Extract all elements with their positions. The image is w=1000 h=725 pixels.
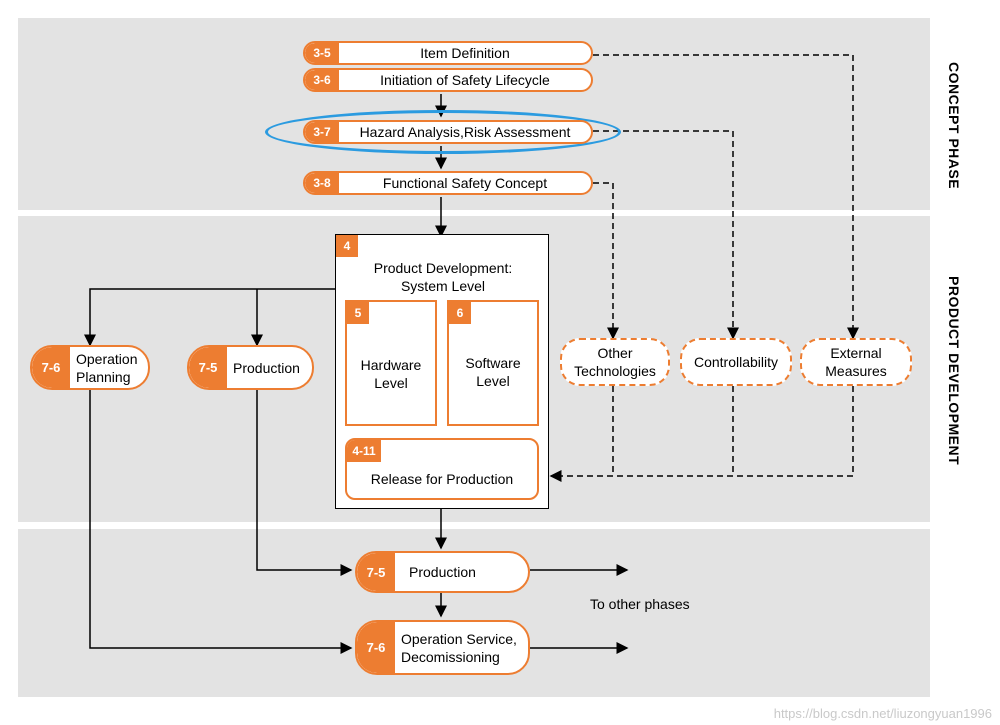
other-tech-line2: Technologies [574, 363, 656, 379]
software-num: 6 [449, 302, 471, 324]
operation-service-num: 7-6 [357, 622, 395, 673]
operation-planning-num: 7-6 [32, 347, 70, 388]
software-line2: Level [476, 373, 510, 389]
system-label-line2: System Level [400, 278, 486, 294]
external-measures-line1: External [830, 345, 882, 361]
operation-planning-line2: Planning [76, 368, 131, 385]
item-definition-label: Item Definition [420, 45, 510, 61]
software-level-box[interactable]: 6 Software Level [447, 300, 539, 426]
release-num: 4-11 [347, 440, 381, 462]
production-left[interactable]: 7-5 Production [187, 345, 314, 390]
item-definition[interactable]: 3-5 Item Definition [303, 41, 593, 65]
item-definition-num: 3-5 [305, 43, 339, 63]
watermark: https://blog.csdn.net/liuzongyuan1996 [773, 706, 992, 721]
hazard-label: Hazard Analysis,Risk Assessment [359, 124, 571, 140]
external-measures-line2: Measures [825, 363, 887, 379]
controllability-label: Controllability [693, 354, 779, 370]
initiation-label: Initiation of Safety Lifecycle [380, 72, 550, 88]
external-measures[interactable]: External Measures [800, 338, 912, 386]
other-tech-line1: Other [597, 345, 633, 361]
hazard-analysis[interactable]: 3-7 Hazard Analysis,Risk Assessment [303, 120, 593, 144]
controllability[interactable]: Controllability [680, 338, 792, 386]
production-left-num: 7-5 [189, 347, 227, 388]
release-label: Release for Production [370, 471, 514, 487]
production-bottom[interactable]: 7-5 Production [355, 551, 530, 593]
operation-service-line2: Decomissioning [401, 648, 500, 665]
operation-planning[interactable]: 7-6 Operation Planning [30, 345, 150, 390]
operation-service-line1: Operation Service, [401, 630, 517, 647]
operation-service[interactable]: 7-6 Operation Service, Decomissioning [355, 620, 530, 675]
highlight-ellipse [265, 110, 621, 154]
system-label-line1: Product Development: [373, 260, 513, 276]
fsc-num: 3-8 [305, 173, 339, 193]
product-development-label: PRODUCT DEVELOPMENT [946, 276, 962, 466]
hazard-num: 3-7 [305, 122, 339, 142]
production-bottom-num: 7-5 [357, 553, 395, 591]
software-line1: Software [465, 355, 521, 371]
system-num: 4 [336, 235, 358, 257]
hardware-level-box[interactable]: 5 Hardware Level [345, 300, 437, 426]
functional-safety-concept[interactable]: 3-8 Functional Safety Concept [303, 171, 593, 195]
production-left-label: Production [233, 359, 300, 376]
other-technologies[interactable]: Other Technologies [560, 338, 670, 386]
fsc-label: Functional Safety Concept [382, 175, 548, 191]
hardware-line1: Hardware [360, 357, 422, 373]
initiation-num: 3-6 [305, 70, 339, 90]
to-other-phases-label: To other phases [590, 596, 690, 612]
initiation-of-safety-lifecycle[interactable]: 3-6 Initiation of Safety Lifecycle [303, 68, 593, 92]
production-bottom-label: Production [409, 564, 476, 580]
concept-phase-label: CONCEPT PHASE [946, 62, 962, 190]
operation-planning-line1: Operation [76, 350, 138, 367]
hardware-line2: Level [374, 375, 408, 391]
hardware-num: 5 [347, 302, 369, 324]
release-for-production-box[interactable]: 4-11 Release for Production [345, 438, 539, 500]
